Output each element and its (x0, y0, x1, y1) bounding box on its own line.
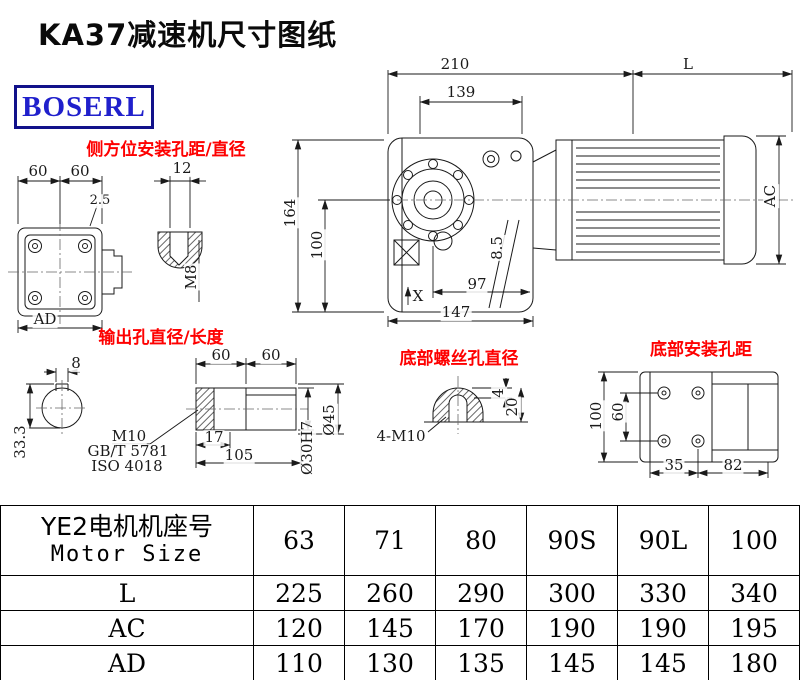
row-label: L (0, 575, 254, 611)
dim-shaft-60b: 60 (260, 346, 282, 365)
table-cell: 300 (526, 575, 618, 611)
table-row-L: L 225 260 290 300 330 340 (0, 575, 800, 611)
dim-key-8: 8 (70, 354, 82, 373)
brand-logo: BOSERL (14, 85, 154, 129)
table-cell: 170 (435, 610, 527, 646)
dim-main-100: 100 (308, 229, 327, 261)
annotation-output-hole: 输出孔直径/长度 (98, 328, 224, 349)
table-row-AD: AD 110 130 135 145 145 180 (0, 645, 800, 680)
table-cell: 145 (617, 645, 709, 680)
table-header-cn: YE2电机机座号 (41, 512, 213, 542)
dim-shaft-105: 105 (223, 446, 255, 465)
table-cell: 260 (344, 575, 436, 611)
dim-shaft-60a: 60 (210, 346, 232, 365)
annotation-side-mount: 侧方位安装孔距/直径 (86, 140, 246, 161)
dim-hole-12: 12 (171, 159, 193, 178)
table-cell: 63 (253, 505, 345, 576)
dim-key-33-3: 33.3 (11, 424, 30, 460)
dim-side-60b: 60 (69, 162, 91, 181)
table-cell: 100 (708, 505, 800, 576)
table-header-en: Motor Size (50, 542, 204, 568)
brand-text: BOSERL (22, 90, 146, 123)
dimension-labels: 侧方位安装孔距/直径 输出孔直径/长度 底部螺丝孔直径 底部安装孔距 60 60… (11, 55, 780, 477)
row-label: AC (0, 610, 254, 646)
table-cell: 330 (617, 575, 709, 611)
table-cell: 290 (435, 575, 527, 611)
table-cell: 80 (435, 505, 527, 576)
dim-side-gap: 2.5 (88, 193, 112, 209)
dim-hole-m8: M8 (182, 263, 201, 291)
table-cell: 130 (344, 645, 436, 680)
table-cell: 340 (708, 575, 800, 611)
page-title: KA37减速机尺寸图纸 (38, 18, 338, 52)
table-cell: 90L (617, 505, 709, 576)
dim-shaft-iso: ISO 4018 (90, 457, 164, 476)
dim-main-139: 139 (445, 83, 477, 102)
dim-shaft-m10: M10 (110, 427, 148, 446)
dim-main-147: 147 (440, 303, 472, 322)
annotation-bottom-screw: 底部螺丝孔直径 (399, 349, 519, 370)
dim-screw-20: 20 (503, 396, 522, 418)
dim-mount-82: 82 (722, 456, 744, 475)
row-label: AD (0, 645, 254, 680)
dim-mount-100: 100 (587, 400, 606, 432)
table-cell: 145 (526, 645, 618, 680)
dim-main-210: 210 (439, 55, 471, 74)
annotation-bottom-mount: 底部安装孔距 (650, 340, 752, 361)
table-header-row: YE2电机机座号 Motor Size 63 71 80 90S 90L 100 (0, 505, 800, 576)
dim-main-AC: AC (761, 183, 780, 209)
dim-side-60a: 60 (27, 162, 49, 181)
dim-screw-4m10: 4-M10 (375, 427, 427, 446)
table-cell: 190 (526, 610, 618, 646)
table-cell: 145 (344, 610, 436, 646)
table-row-AC: AC 120 145 170 190 190 195 (0, 610, 800, 646)
dim-shaft-17: 17 (203, 428, 225, 447)
dim-shaft-bore: Ø30H7 (298, 419, 317, 477)
table-cell: 120 (253, 610, 345, 646)
dim-mount-60: 60 (609, 401, 628, 423)
dim-shaft-gb: GB/T 5781 (86, 442, 170, 461)
dim-main-8-5: 8.5 (488, 235, 507, 261)
table-cell: 190 (617, 610, 709, 646)
dim-main-164: 164 (281, 197, 300, 229)
table-header-cell: YE2电机机座号 Motor Size (0, 505, 254, 576)
table-cell: 180 (708, 645, 800, 680)
centerlines (8, 199, 794, 434)
table-cell: 195 (708, 610, 800, 646)
table-cell: 110 (253, 645, 345, 680)
main-view-drawing (387, 135, 757, 313)
dim-main-97: 97 (466, 275, 488, 294)
motor-size-table: YE2电机机座号 Motor Size 63 71 80 90S 90L 100… (0, 505, 800, 680)
table-cell: 71 (344, 505, 436, 576)
dim-mount-35: 35 (663, 456, 685, 475)
table-cell: 225 (253, 575, 345, 611)
side-hole-drawing (157, 231, 203, 269)
dim-main-X: X (411, 287, 425, 306)
table-cell: 90S (526, 505, 618, 576)
dim-shaft-od: Ø45 (320, 403, 339, 437)
dim-side-ad: AD (32, 310, 58, 329)
table-cell: 135 (435, 645, 527, 680)
dim-main-L: L (682, 55, 694, 74)
bottom-screw-drawing (424, 387, 494, 433)
